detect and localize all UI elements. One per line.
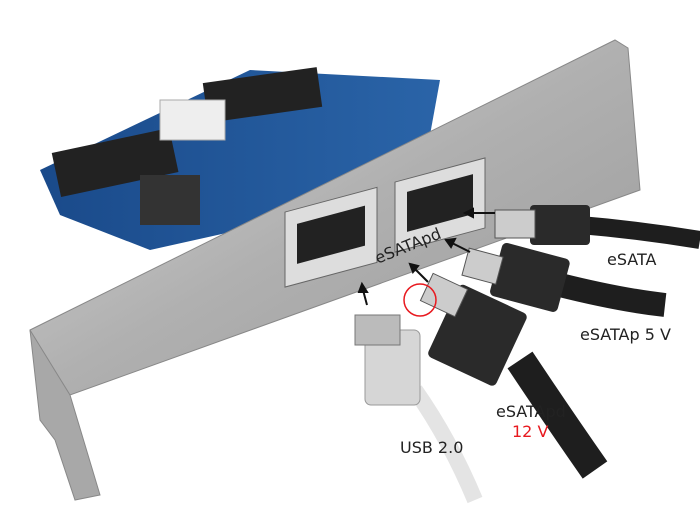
- pin-header: [140, 175, 200, 225]
- label-esatap: eSATAp 5 V: [580, 325, 671, 344]
- usb-cable: [408, 385, 483, 504]
- label-esata: eSATA: [607, 250, 657, 269]
- sata-connector: [202, 67, 323, 123]
- label-esatapd-cable: eSATApd: [496, 402, 566, 421]
- bracket-tab: [29, 329, 101, 501]
- esata-plug: [530, 205, 590, 245]
- esatapd-cable: [507, 351, 608, 479]
- esata-cable: [579, 216, 700, 249]
- arrows: [357, 207, 495, 306]
- label-usb: USB 2.0: [400, 438, 464, 457]
- molex-connector: [159, 99, 226, 141]
- highlight-circle: [403, 283, 437, 317]
- esatap-plug: [490, 242, 570, 312]
- sata-connector: [51, 128, 179, 197]
- esatap-cable: [557, 273, 667, 317]
- label-12v: 12 V: [512, 422, 549, 441]
